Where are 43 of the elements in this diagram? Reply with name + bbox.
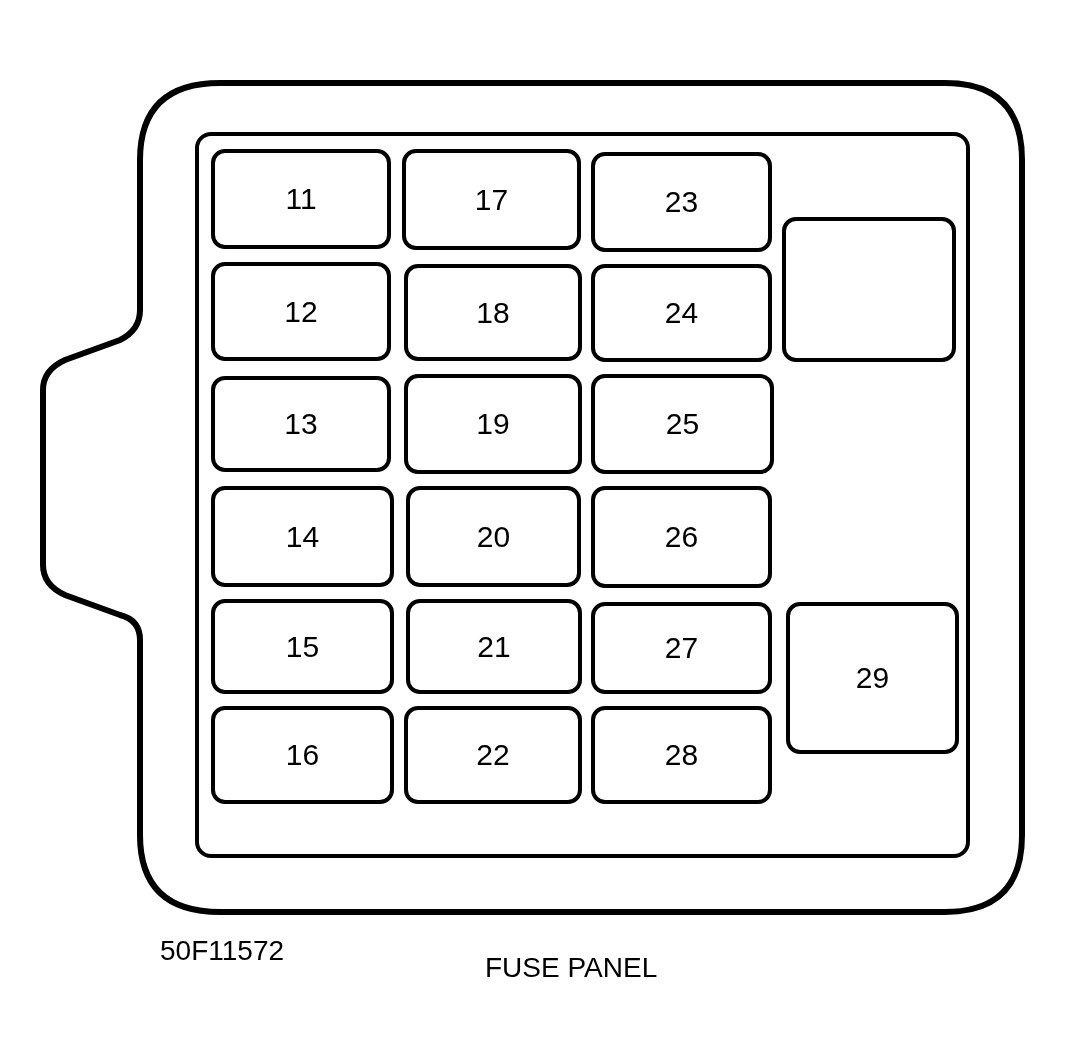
fuse-slot [211, 149, 391, 249]
fuse-number: 15 [285, 629, 320, 664]
fuse-slot [591, 374, 774, 474]
fuse-slot [406, 599, 582, 694]
fuse-number: 27 [664, 631, 699, 665]
fuse-number: 22 [476, 738, 510, 772]
fuse-slot [591, 486, 772, 588]
fuse-slot [211, 376, 391, 472]
fuse-number: 11 [285, 182, 317, 216]
fuse-slot [404, 264, 582, 361]
fuse-slot [406, 486, 581, 587]
fuse-number: 24 [664, 296, 699, 330]
fuse-number: 29 [855, 661, 890, 695]
fuse-number: 19 [476, 407, 510, 441]
fuse-number: 21 [477, 629, 511, 664]
fuse-slot [591, 152, 772, 252]
fuse-number: 14 [285, 519, 320, 554]
fuse-slot [211, 262, 391, 361]
fuse-slot [591, 706, 772, 804]
fuse-slot [591, 264, 772, 362]
part-number: 50F11572 [160, 935, 285, 967]
fuse-number: 18 [476, 295, 510, 330]
fuse-number: 25 [665, 407, 700, 441]
fuse-slot [404, 374, 582, 474]
fuse-number: 28 [664, 738, 699, 772]
fuse-slot [402, 149, 581, 250]
fuse-slot [211, 599, 394, 694]
fuse-block-frame [195, 132, 970, 858]
empty-fuse-slot [782, 217, 956, 362]
fuse-number: 17 [474, 182, 509, 217]
caption: FUSE PANEL [485, 952, 658, 984]
fuse-number: 13 [284, 407, 318, 441]
fuse-number: 20 [476, 519, 511, 554]
fuse-panel-housing [40, 80, 1025, 915]
fuse-number: 26 [664, 520, 699, 554]
fuse-slot [211, 706, 394, 804]
fuse-number: 12 [284, 294, 318, 329]
fuse-slot [211, 486, 394, 587]
fuse-slot [404, 706, 582, 804]
fuse-number: 23 [664, 185, 699, 219]
fuse-slot [591, 602, 772, 694]
fuse-number: 16 [285, 738, 320, 772]
fuse-slot [786, 602, 959, 754]
